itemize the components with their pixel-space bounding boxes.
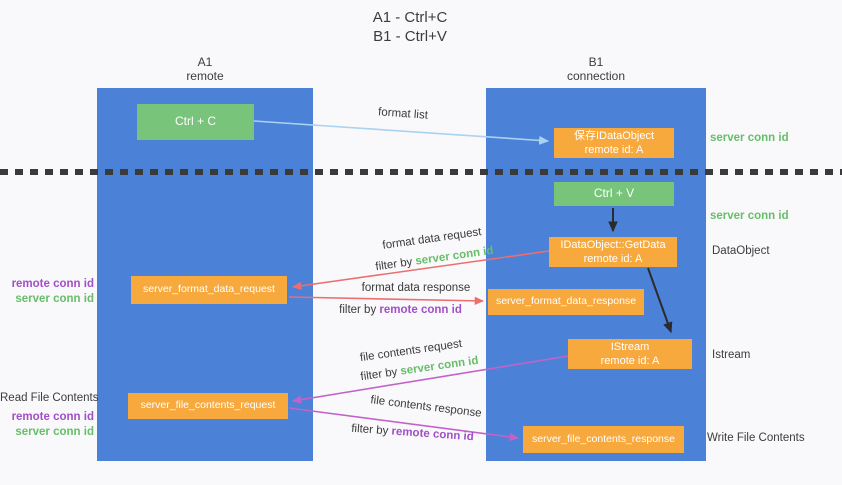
label-filter-by-remote-conn-id-1: filter by remote conn id (328, 304, 473, 316)
node-server-format-data-request: server_format_data_request (131, 276, 287, 304)
filter-by-text: filter by (339, 304, 377, 316)
remote-conn-id-text: remote conn id (391, 425, 475, 444)
label-server-conn-id-left-2: server conn id (15, 426, 94, 438)
node-file-request-label: server_file_contents_request (140, 399, 276, 412)
server-conn-id-text: server conn id (414, 244, 495, 268)
node-ctrl-c: Ctrl + C (137, 104, 254, 140)
label-file-contents-response: file contents response (369, 394, 483, 420)
diagram-title: A1 - Ctrl+C B1 - Ctrl+V (330, 8, 490, 46)
label-filter-by-remote-conn-id-2: filter by remote conn id (340, 422, 485, 444)
node-server-file-contents-response: server_file_contents_response (523, 426, 684, 453)
node-ctrl-v-label: Ctrl + V (593, 186, 635, 201)
node-ctrl-v: Ctrl + V (554, 182, 674, 206)
label-server-conn-id-left-1: server conn id (15, 293, 94, 305)
label-read-file-contents: Read File Contents (0, 392, 99, 404)
label-remote-conn-id-left-2: remote conn id (11, 411, 94, 423)
lane-a1-subtitle: remote (186, 69, 224, 83)
node-istream-line1: IStream (610, 340, 650, 353)
label-istream-right: Istream (712, 349, 751, 361)
label-dataobject: DataObject (712, 245, 770, 257)
node-format-response-label: server_format_data_response (495, 295, 637, 308)
label-remote-conn-id-left-1: remote conn id (11, 278, 94, 290)
label-server-conn-id-right-2: server conn id (710, 210, 789, 222)
node-ctrl-c-label: Ctrl + C (174, 114, 216, 129)
diagram-title-line2: B1 - Ctrl+V (373, 28, 447, 45)
lane-a1-name: A1 (197, 55, 213, 69)
node-format-request-label: server_format_data_request (143, 283, 275, 296)
node-idataobject-getdata: IDataObject::GetData remote id: A (549, 237, 677, 267)
lane-header-a1: A1 remote (145, 55, 265, 83)
node-save-idataobject-line2: remote id: A (584, 144, 644, 156)
node-save-idataobject: 保存IDataObject remote id: A (554, 128, 674, 158)
node-save-idataobject-line1: 保存IDataObject (573, 129, 655, 142)
remote-conn-id-text: remote conn id (379, 304, 462, 316)
label-format-list: format list (377, 106, 429, 122)
node-server-format-data-response: server_format_data_response (488, 289, 644, 315)
filter-by-text: filter by (350, 422, 389, 438)
filter-by-text: filter by (374, 256, 414, 274)
label-format-data-response: format data response (361, 282, 471, 294)
node-getdata-line2: remote id: A (583, 253, 643, 265)
node-file-response-label: server_file_contents_response (531, 432, 675, 445)
lane-b1-subtitle: connection (566, 69, 626, 83)
node-getdata-line1: IDataObject::GetData (560, 238, 666, 251)
label-server-conn-id-right-1: server conn id (710, 132, 789, 144)
diagram-title-line1: A1 - Ctrl+C (372, 9, 448, 26)
dotted-separator-line (0, 169, 842, 175)
filter-by-text: filter by (359, 366, 399, 384)
lane-b1-name: B1 (588, 55, 604, 69)
node-istream-line2: remote id: A (600, 355, 660, 367)
lane-header-b1: B1 connection (536, 55, 656, 83)
server-conn-id-text: server conn id (399, 354, 480, 378)
node-istream: IStream remote id: A (568, 339, 692, 369)
arrow-format-data-response (288, 296, 485, 305)
node-server-file-contents-request: server_file_contents_request (128, 393, 288, 419)
label-write-file-contents: Write File Contents (707, 432, 805, 444)
